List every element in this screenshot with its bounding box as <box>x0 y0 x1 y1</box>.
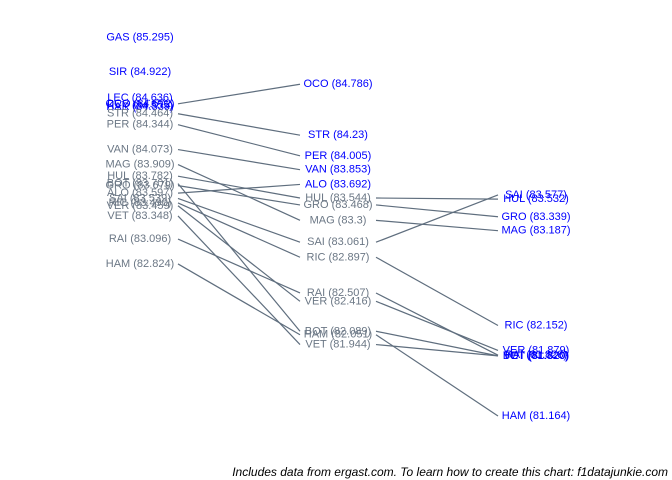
label-per-q1: PER (84.344) <box>107 119 174 131</box>
label-str-q1: STR (84.464) <box>107 108 173 120</box>
link-rai-q2-q3 <box>375 292 499 356</box>
label-vet-q3: VET (81.820) <box>503 350 568 362</box>
label-vet-q1: VET (83.348) <box>107 210 172 222</box>
label-ric-q3: RIC (82.152) <box>505 319 568 331</box>
label-ric-q2: RIC (82.897) <box>307 251 370 263</box>
link-oco-q1-q2 <box>177 83 301 105</box>
link-gro-q1-q2 <box>177 185 301 206</box>
link-alo-q1-q2 <box>177 183 301 194</box>
link-ham-q2-q3 <box>375 334 499 417</box>
link-rai-q1-q2 <box>177 238 301 294</box>
link-ver-q2-q3 <box>375 300 499 352</box>
label-str-q2: STR (84.23) <box>308 129 368 141</box>
link-ver-q1-q2 <box>177 205 301 302</box>
label-alo-q1: ALO (83.597) <box>107 187 173 199</box>
label-lec-q1: LEC (84.636) <box>107 92 172 104</box>
label-ham-q3: HAM (81.164) <box>502 410 570 422</box>
label-bot-q2: BOT (82.089) <box>305 325 371 337</box>
link-ham-q1-q2 <box>177 263 301 336</box>
label-ver-q2: VER (82.416) <box>305 295 372 307</box>
link-ric-q2-q3 <box>375 256 499 327</box>
link-sai-q2-q3 <box>375 194 499 243</box>
label-bot-q1: BOT (83.701) <box>107 178 173 190</box>
label-oco-q2: OCO (84.786) <box>303 78 372 90</box>
chart-caption: Includes data from ergast.com. To learn … <box>232 465 668 479</box>
label-van-q2: VAN (83.853) <box>305 164 371 176</box>
link-ric-q1-q2 <box>177 202 301 258</box>
label-hul-q1: HUL (83.782) <box>107 170 173 182</box>
label-sai-q1: SAI (83.539) <box>109 192 171 204</box>
label-ric-q1: RIC (83.490) <box>109 197 172 209</box>
label-bot-q3: BOT (81.820) <box>503 350 569 362</box>
label-gas-q1: GAS (85.295) <box>106 32 173 44</box>
label-sir-q1: SIR (84.922) <box>109 66 171 78</box>
label-rai-q3: RAI (81.828) <box>505 349 567 361</box>
label-per-q2: PER (84.005) <box>305 150 372 162</box>
label-mag-q2: MAG (83.3) <box>310 214 367 226</box>
label-sai-q3: SAI (83.577) <box>505 189 567 201</box>
label-van-q1: VAN (84.073) <box>107 144 173 156</box>
label-ver-q1: VER (83.459) <box>107 200 174 212</box>
label-alo-q2: ALO (83.692) <box>305 178 371 190</box>
label-vet-q2: VET (81.944) <box>305 339 370 351</box>
label-sai-q2: SAI (83.061) <box>307 236 369 248</box>
label-ver-q3: VER (81.879) <box>503 344 570 356</box>
label-gro-q1: GRO (83.679) <box>105 180 174 192</box>
label-rai-q1: RAI (83.096) <box>109 233 171 245</box>
label-gro-q3: GRO (83.339) <box>501 211 570 223</box>
link-per-q1-q2 <box>177 124 301 157</box>
link-hul-q1-q2 <box>177 175 301 199</box>
link-mag-q1-q2 <box>177 164 301 221</box>
label-har-q1: HAR (84.539) <box>106 101 173 113</box>
label-oco-q1: OCO (84.572) <box>105 98 174 110</box>
connector-lines <box>177 83 499 417</box>
link-bot-q1-q2 <box>177 183 301 332</box>
link-str-q1-q2 <box>177 113 301 136</box>
label-mag-q1: MAG (83.909) <box>105 159 174 171</box>
driver-labels: GAS (85.295)SIR (84.922)LEC (84.636)OCO … <box>105 32 570 422</box>
link-van-q1-q2 <box>177 148 301 171</box>
label-mag-q3: MAG (83.187) <box>501 225 570 237</box>
label-ham-q1: HAM (82.824) <box>106 258 174 270</box>
link-bot-q2-q3 <box>375 330 499 357</box>
link-gro-q2-q3 <box>375 204 499 218</box>
link-mag-q2-q3 <box>375 219 499 232</box>
link-hul-q2-q3 <box>375 197 499 200</box>
label-gro-q2: GRO (83.468) <box>303 199 372 211</box>
link-sai-q1-q2 <box>177 197 301 243</box>
link-vet-q2-q3 <box>375 343 499 357</box>
label-ham-q2: HAM (82.051) <box>304 329 372 341</box>
label-hul-q3: HUL (83.532) <box>503 193 569 205</box>
label-rai-q2: RAI (82.507) <box>307 287 369 299</box>
label-kvy-q1: KVY (84.555) <box>107 99 173 111</box>
label-hul-q2: HUL (83.544) <box>305 192 371 204</box>
